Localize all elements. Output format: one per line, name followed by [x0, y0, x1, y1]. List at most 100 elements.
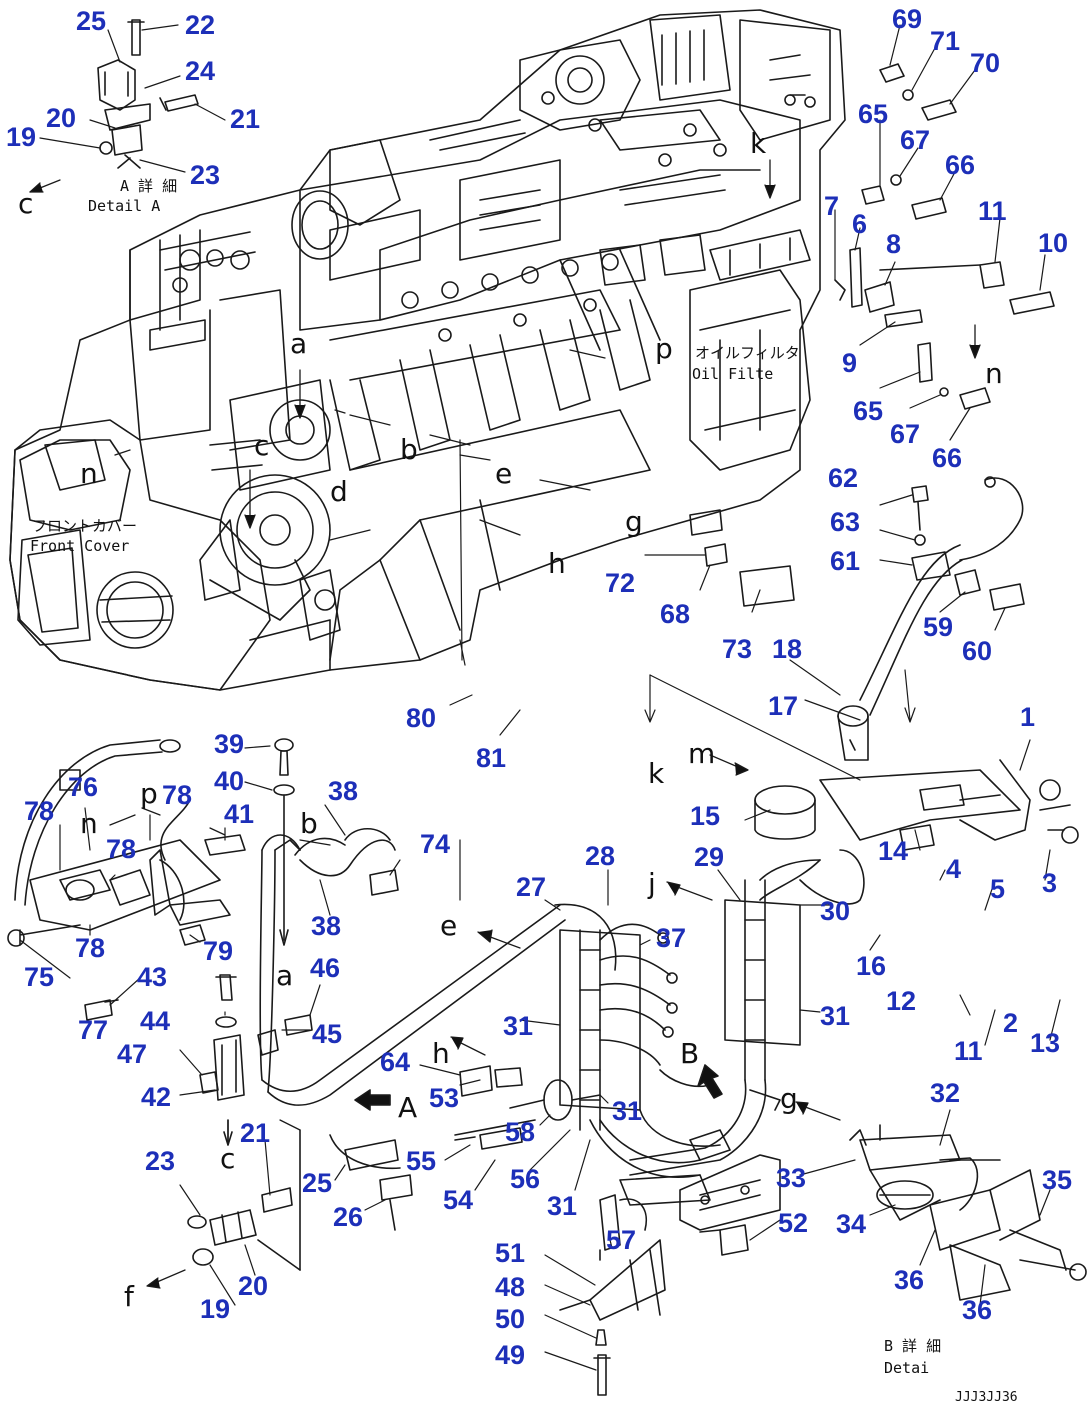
part-callout: 19 — [6, 122, 37, 152]
part-callout: 23 — [145, 1146, 176, 1176]
reference-letter: m — [688, 737, 716, 770]
part-callout: 50 — [495, 1304, 526, 1334]
part-callout: 39 — [214, 729, 245, 759]
detail-a-label-en: Detail A — [88, 197, 161, 215]
oil-filter-label-jp: オイルフィルタ — [695, 344, 800, 362]
part-callout: 67 — [890, 419, 921, 449]
part-callout: 37 — [656, 923, 687, 953]
part-callout: 12 — [886, 986, 917, 1016]
reference-letter: e — [440, 909, 458, 942]
part-callout: 27 — [516, 872, 547, 902]
part-callout: 65 — [858, 99, 889, 129]
part-callout: 57 — [606, 1225, 637, 1255]
reference-letter: c — [18, 187, 34, 220]
part-callout: 4 — [946, 854, 962, 884]
leader-lines — [19, 24, 1061, 1371]
part-callout: 35 — [1042, 1165, 1073, 1195]
reference-letter: f — [124, 1280, 134, 1313]
front-cover-label-en: Front Cover — [30, 537, 130, 555]
part-callout: 53 — [429, 1083, 460, 1113]
harness-main — [259, 544, 1079, 1396]
part-callout: 2 — [1003, 1008, 1019, 1038]
part-callout: 54 — [443, 1185, 474, 1215]
part-callout: 77 — [78, 1015, 109, 1045]
reference-letter: c — [220, 1142, 236, 1175]
part-callout: 63 — [830, 507, 861, 537]
part-callout: 38 — [328, 776, 359, 806]
part-callout: 9 — [842, 348, 858, 378]
reference-letter: e — [495, 457, 513, 490]
reference-letter: a — [276, 959, 294, 992]
part-callout: 28 — [585, 841, 616, 871]
part-callout: 19 — [200, 1294, 231, 1324]
part-callout: 56 — [510, 1164, 541, 1194]
part-callout: 60 — [962, 636, 993, 666]
part-callout: 36 — [894, 1265, 925, 1295]
part-callout: 23 — [190, 160, 221, 190]
part-callout: 11 — [978, 196, 1007, 226]
oil-filter-label-en: Oil Filte — [692, 365, 774, 383]
reference-letter: b — [300, 807, 318, 840]
part-callout: 21 — [230, 104, 261, 134]
part-callout: 33 — [776, 1163, 807, 1193]
detail-a-label-jp: A 詳 細 — [120, 177, 178, 195]
reference-letter: j — [648, 867, 656, 900]
part-callout: 78 — [106, 834, 137, 864]
part-callout: 76 — [68, 772, 99, 802]
reference-letter: h — [548, 547, 566, 580]
part-callout: 5 — [990, 874, 1006, 904]
reference-letter: b — [400, 433, 418, 466]
part-callout: 78 — [162, 780, 193, 810]
part-callout: 59 — [923, 612, 954, 642]
detail-b-bracket — [849, 1124, 1087, 1301]
part-callout: 30 — [820, 896, 851, 926]
part-callout: 25 — [302, 1168, 333, 1198]
part-callout: 20 — [238, 1271, 269, 1301]
part-callout: 24 — [185, 56, 216, 86]
part-callout: 22 — [185, 10, 216, 40]
part-callout: 18 — [772, 634, 803, 664]
part-callout: 52 — [778, 1208, 809, 1238]
part-callout: 45 — [312, 1019, 343, 1049]
part-callout: 62 — [828, 463, 859, 493]
part-callout: 31 — [503, 1011, 534, 1041]
reference-letter: d — [330, 475, 348, 508]
part-callout: 72 — [605, 568, 636, 598]
part-callout: 38 — [311, 911, 342, 941]
reference-letter: p — [655, 332, 673, 365]
part-callout: 69 — [892, 4, 923, 34]
part-callout: 78 — [75, 933, 106, 963]
part-callout: 3 — [1042, 868, 1058, 898]
reference-letter: c — [254, 429, 270, 462]
detail-b-label-jp: B 詳 細 — [884, 1337, 942, 1355]
part-callout: 20 — [46, 103, 77, 133]
left-harness — [7, 738, 399, 1271]
part-callout: 49 — [495, 1340, 526, 1370]
part-callout: 58 — [505, 1117, 536, 1147]
reference-letter: k — [750, 127, 767, 160]
part-callout: 15 — [690, 801, 721, 831]
reference-letter: p — [140, 777, 158, 810]
part-callout: 75 — [24, 962, 55, 992]
part-callout: 66 — [932, 443, 963, 473]
reference-letter: n — [80, 457, 98, 490]
part-callout: 31 — [820, 1001, 851, 1031]
reference-letter: h — [432, 1037, 450, 1070]
part-callout: 31 — [547, 1191, 578, 1221]
reference-arrows — [29, 159, 981, 1289]
reference-letter: g — [780, 1082, 798, 1115]
reference-letter: A — [398, 1091, 418, 1124]
part-callout: 42 — [141, 1082, 172, 1112]
reference-letter: a — [290, 327, 308, 360]
reference-letter: n — [985, 357, 1003, 390]
part-callout: 73 — [722, 634, 753, 664]
reference-letter: g — [625, 505, 643, 538]
part-callout: 41 — [224, 799, 255, 829]
part-callout: 68 — [660, 599, 691, 629]
reference-letter: n — [80, 807, 98, 840]
part-callout: 47 — [117, 1039, 148, 1069]
part-callout: 10 — [1038, 228, 1069, 258]
part-callout: 66 — [945, 150, 976, 180]
part-callout: 26 — [333, 1202, 364, 1232]
